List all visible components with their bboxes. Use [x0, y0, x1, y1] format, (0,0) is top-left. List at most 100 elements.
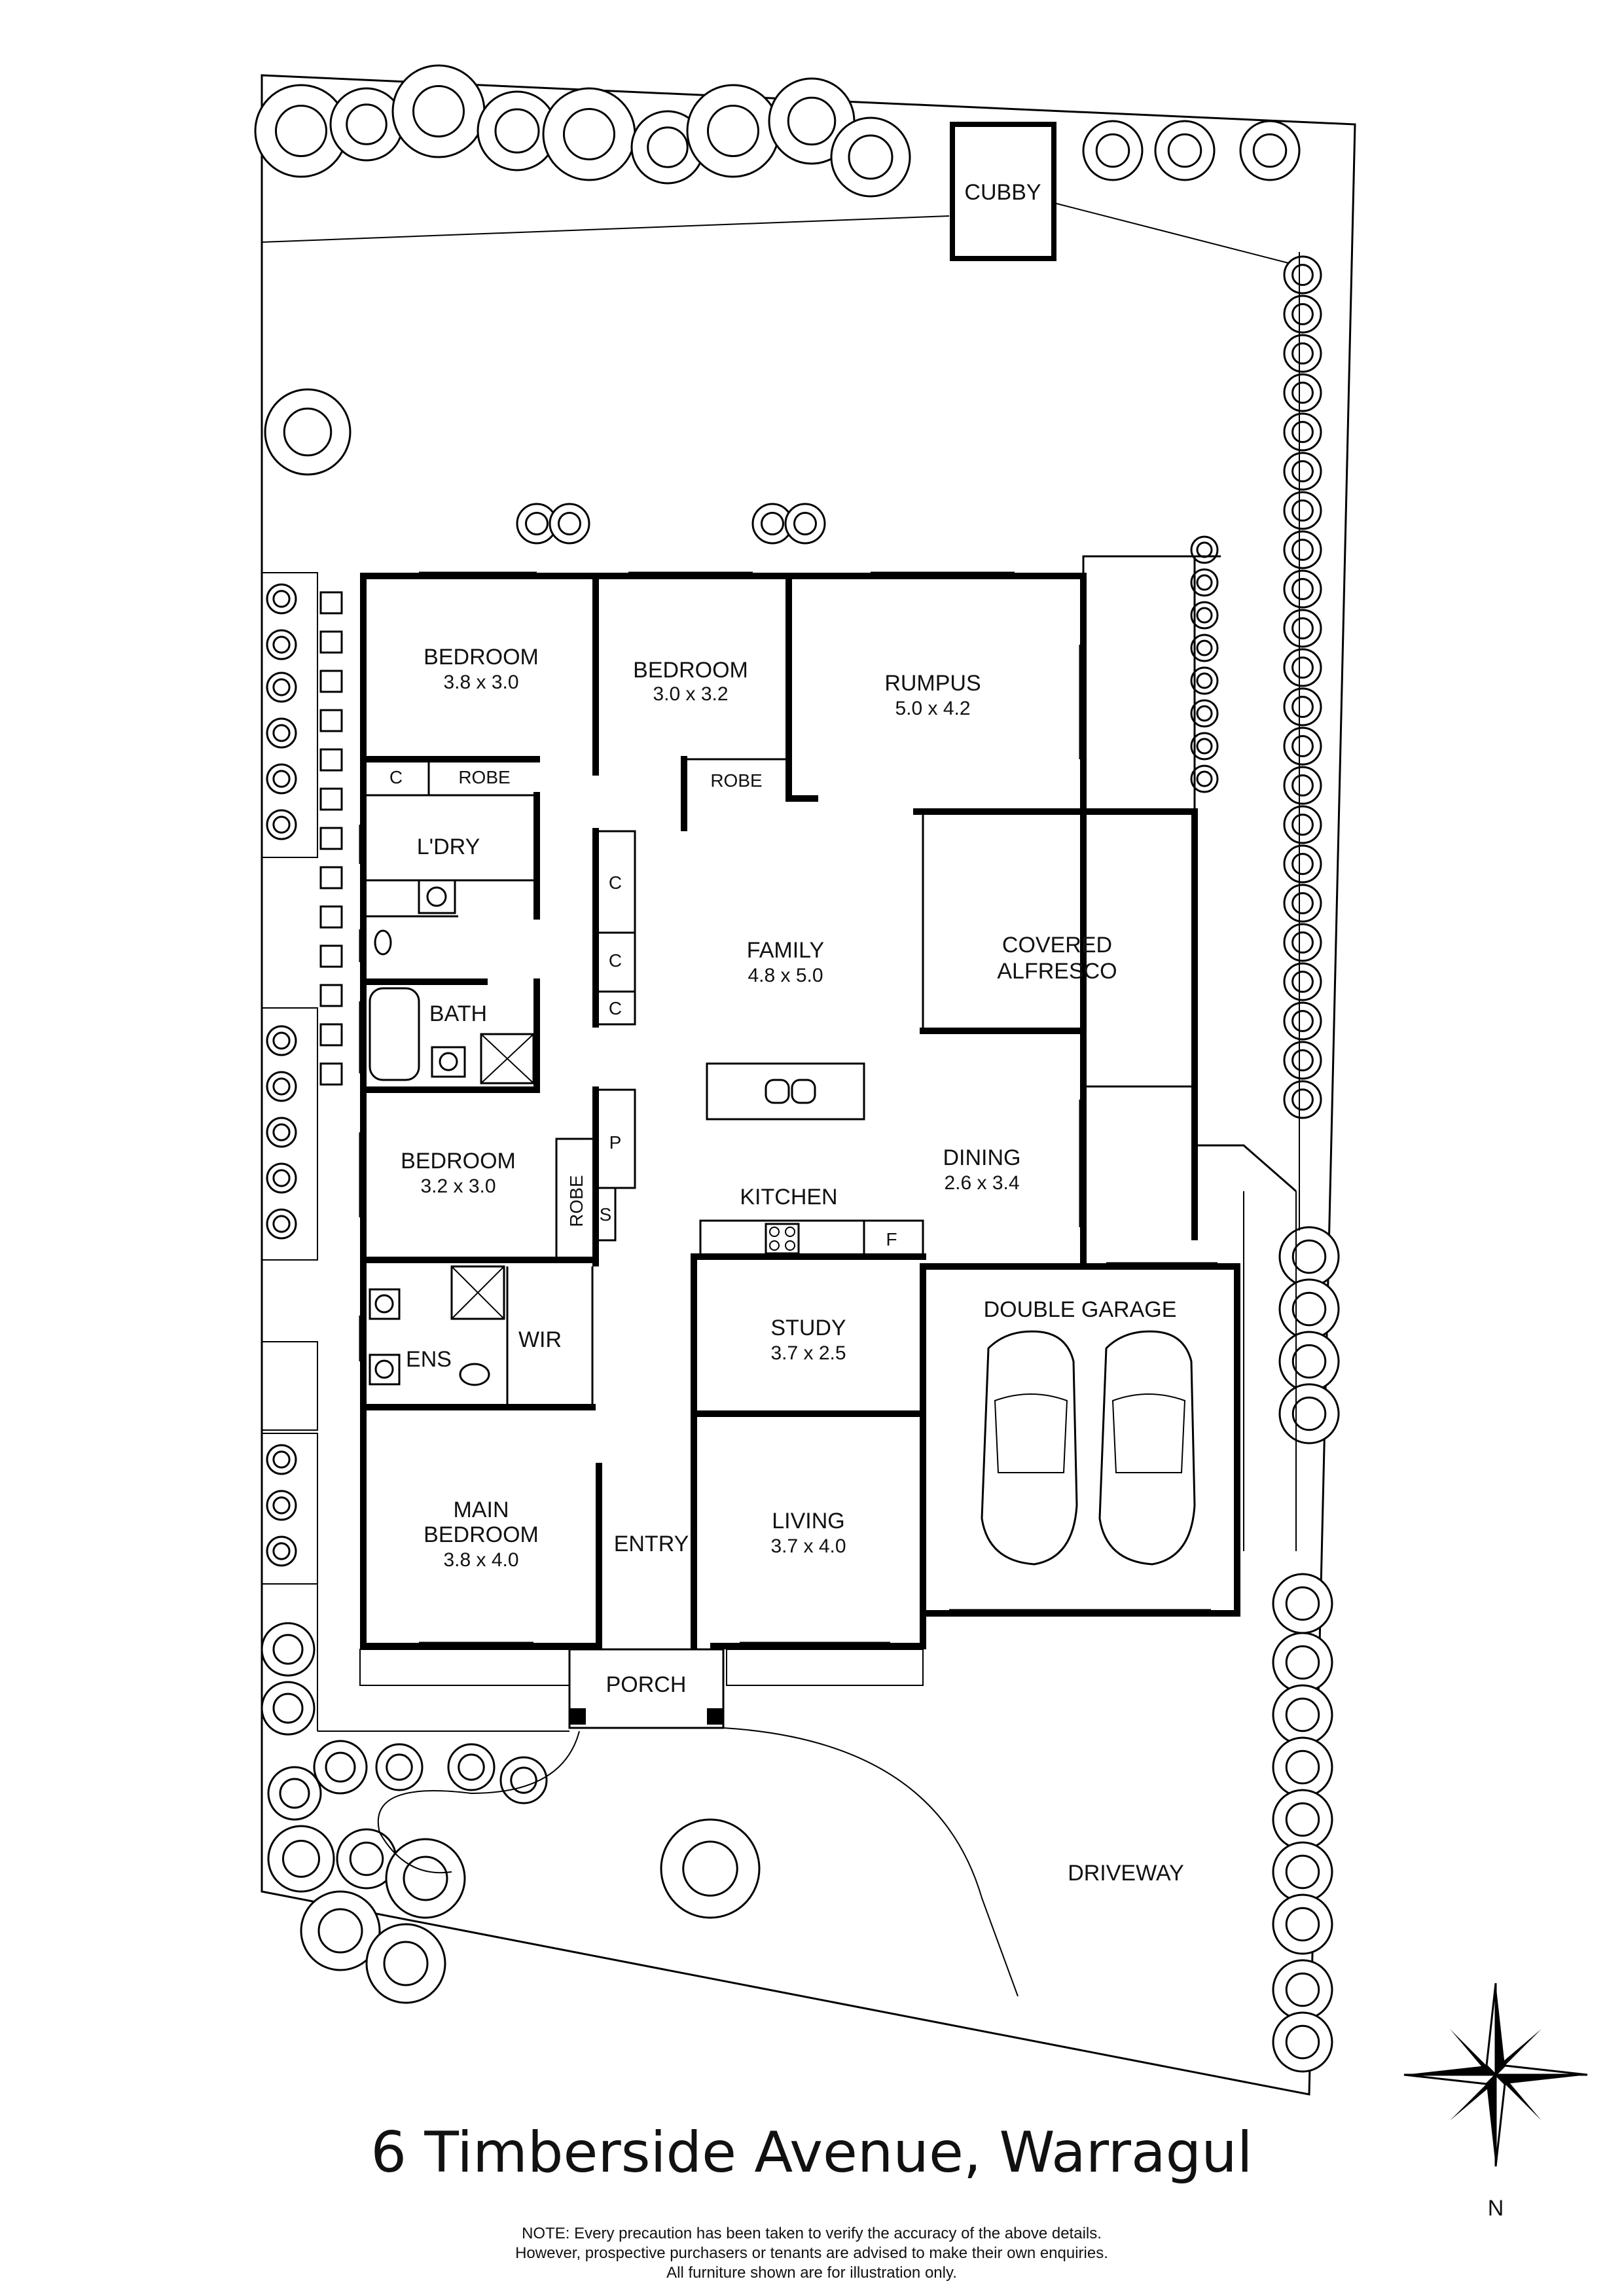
dining-name: DINING [943, 1145, 1021, 1170]
main-bedroom-name-2: BEDROOM [424, 1522, 539, 1547]
paver-square [319, 709, 343, 732]
tree-icon [1285, 2024, 1320, 2060]
ens-label: ENS [406, 1347, 452, 1372]
wir-label: WIR [518, 1327, 562, 1352]
tree-icon [272, 1031, 291, 1050]
tree-icon [1285, 1802, 1320, 1837]
driveway-edge [723, 1727, 1019, 1997]
c2-label: C [609, 872, 622, 893]
paver-square [319, 984, 343, 1007]
tree-icon [282, 1840, 320, 1878]
tree-icon [283, 407, 333, 457]
tree-icon [787, 96, 837, 146]
porch-post [569, 1708, 586, 1725]
tree-icon [1291, 264, 1314, 286]
kitchen-label: KITCHEN [740, 1185, 837, 1210]
left-side-path [261, 572, 318, 858]
tree-icon [647, 126, 689, 168]
tree-icon [1291, 303, 1314, 325]
dining-dims: 2.6 x 3.4 [944, 1172, 1019, 1194]
living-name: LIVING [772, 1509, 844, 1534]
tree-icon [1252, 133, 1288, 168]
tree-icon [1095, 133, 1130, 168]
c3-label: C [609, 950, 622, 971]
robe3-label: ROBE [566, 1175, 586, 1227]
tree-icon [325, 1751, 356, 1783]
tree-icon [793, 512, 817, 535]
paver-square [319, 866, 343, 889]
fixtures [369, 879, 865, 1386]
tree-icon [563, 108, 615, 160]
porch-label: PORCH [606, 1672, 687, 1697]
tree-icon [279, 1778, 310, 1809]
alfresco-name-1: COVERED [1002, 933, 1112, 958]
tree-icon [1291, 342, 1314, 365]
tree-icon [412, 85, 465, 137]
back-fence-right [1053, 202, 1310, 269]
tree-icon [1291, 617, 1314, 639]
tree-icon [1196, 639, 1213, 656]
front-garden-bed [359, 1649, 570, 1686]
left-side-path-4 [261, 1433, 318, 1585]
tree-icon [1291, 735, 1314, 757]
living-dims: 3.7 x 4.0 [770, 1535, 846, 1557]
tree-icon [1196, 705, 1213, 722]
c4-label: C [609, 998, 622, 1018]
garage-label: DOUBLE GARAGE [984, 1297, 1177, 1322]
ldry-label: L'DRY [417, 834, 480, 859]
tree-icon [272, 1496, 291, 1515]
rumpus-name: RUMPUS [884, 671, 981, 696]
tree-icon [403, 1856, 448, 1901]
tree-icon [272, 590, 291, 608]
entry-label: ENTRY [614, 1532, 689, 1556]
disclaimer-line-1: NOTE: Every precaution has been taken to… [522, 2225, 1102, 2242]
tree-icon [272, 816, 291, 834]
tree-icon [383, 1941, 429, 1986]
tree-icon [1196, 607, 1213, 624]
tree-icon [1291, 1088, 1314, 1111]
tree-icon [1291, 656, 1314, 679]
paver-square [319, 591, 343, 615]
tree-icon [1285, 1907, 1320, 1942]
tree-icon [272, 678, 291, 696]
disclaimer-line-2: However, prospective purchasers or tenan… [515, 2244, 1108, 2262]
f-label: F [886, 1229, 897, 1249]
bedroom2-name: BEDROOM [633, 658, 748, 683]
tree-icon [272, 1169, 291, 1187]
tree-icon [1167, 133, 1202, 168]
external-walls [360, 573, 1240, 1649]
robe2-label: ROBE [710, 770, 762, 791]
tree-icon [1196, 738, 1213, 755]
tree-icon [272, 1634, 304, 1665]
alfresco-name-2: ALFRESCO [997, 959, 1117, 984]
tree-icon [272, 1215, 291, 1233]
trees [254, 64, 1340, 2073]
porch-outline [568, 1648, 725, 1729]
paver-squares [319, 591, 343, 1086]
tree-icon [525, 512, 549, 535]
compass-rose-icon [1403, 1982, 1588, 2167]
p-label: P [609, 1132, 622, 1153]
tree-icon [1196, 770, 1213, 787]
tree-icon [1285, 1645, 1320, 1680]
main-bedroom-dims: 3.8 x 4.0 [443, 1549, 518, 1571]
cubby-structure [950, 122, 1056, 261]
study-dims: 3.7 x 2.5 [770, 1342, 846, 1364]
main-bedroom-name-1: MAIN [454, 1498, 509, 1522]
tree-icon [1291, 696, 1314, 718]
tree-icon [458, 1753, 485, 1781]
bedroom1-dims: 3.8 x 3.0 [443, 672, 518, 693]
tree-icon [1196, 574, 1213, 591]
tree-icon [275, 105, 327, 157]
tree-icon [317, 1908, 363, 1954]
tree-icon [272, 724, 291, 742]
tree-icon [707, 105, 759, 157]
c1-label: C [389, 767, 403, 787]
tree-icon [1291, 460, 1314, 482]
tree-icon [1291, 1049, 1314, 1071]
tree-icon [494, 108, 540, 154]
tree-icon [1291, 971, 1314, 993]
dining-ext-wall [1193, 1086, 1297, 1193]
tree-icon [1291, 1010, 1314, 1032]
